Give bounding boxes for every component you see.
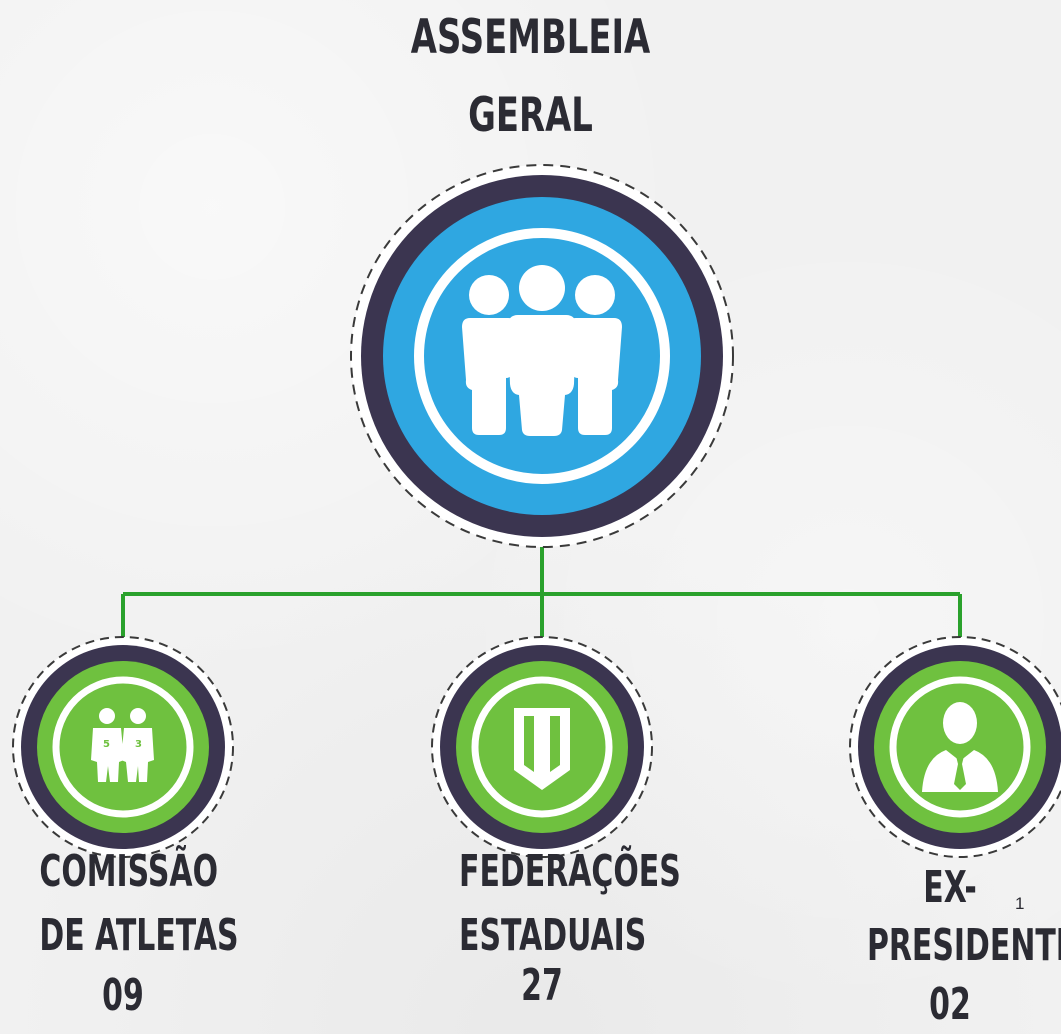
central-node	[350, 164, 734, 548]
node-label-comissao-line-2: DE ATLETAS	[39, 910, 239, 961]
node-label-federacoes-line-1: FEDERAÇÕES	[459, 846, 681, 897]
central-white-ring	[414, 228, 670, 484]
businessman-icon	[922, 702, 998, 792]
node-ex-presidentes	[849, 636, 1061, 858]
node-white-ring	[471, 676, 613, 818]
node-white-ring	[52, 676, 194, 818]
node-label-ex-presidentes-line-1: EX-	[923, 862, 977, 913]
node-green-disc	[874, 661, 1046, 833]
node-count-comissao: 09	[102, 970, 144, 1021]
node-white-ring	[889, 676, 1031, 818]
athletes-icon	[91, 708, 154, 782]
node-comissao: 5 3	[12, 636, 234, 858]
node-count-federacoes: 27	[521, 960, 563, 1011]
footnote-marker: 1	[1015, 894, 1025, 913]
shield-icon	[514, 708, 570, 790]
diagram-title-line-1: ASSEMBLEIA	[410, 10, 651, 65]
people-group-icon	[462, 265, 622, 436]
diagram-title-line-2: GERAL	[468, 88, 593, 143]
jersey-number-5: 5	[103, 739, 110, 750]
jersey-number-3: 3	[135, 739, 142, 750]
node-label-ex-presidentes-line-2: PRESIDENTES	[866, 920, 1061, 971]
node-count-ex-presidentes: 02	[929, 979, 971, 1030]
node-label-comissao-line-1: COMISSÃO	[39, 846, 219, 897]
node-federacoes	[431, 636, 653, 858]
node-label-federacoes-line-2: ESTADUAIS	[459, 910, 647, 961]
